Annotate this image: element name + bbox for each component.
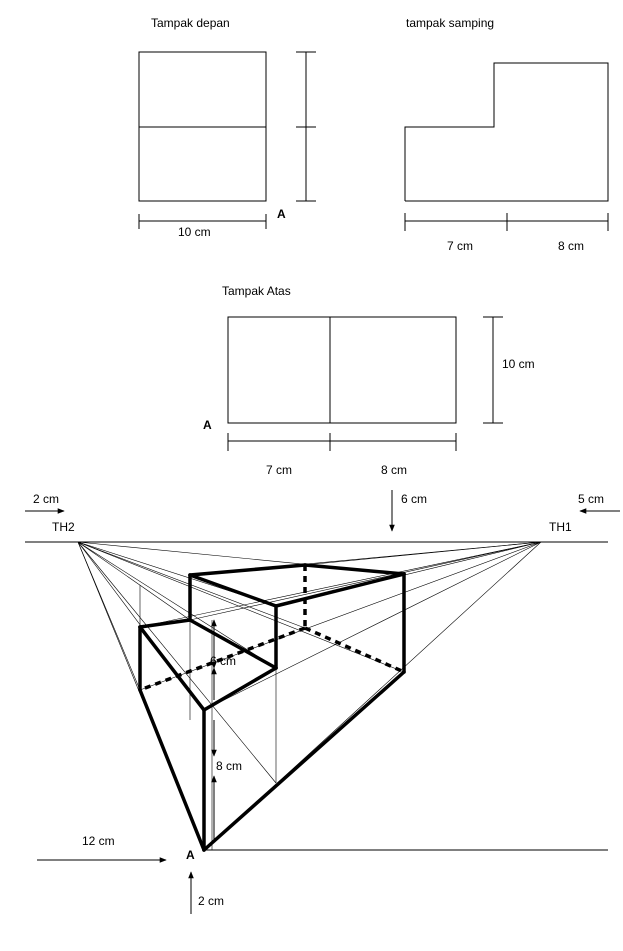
- top-view-outline: [227, 316, 457, 424]
- construction-line: [77, 541, 141, 691]
- construction-line: [77, 541, 277, 669]
- a-offset-label: 12 cm: [82, 834, 115, 848]
- th1-label: TH1: [549, 520, 572, 534]
- side-view-title: tampak samping: [406, 16, 494, 30]
- front-view: Tampak depan 10 cm A: [138, 16, 316, 239]
- edge-bottom-right: [202, 670, 406, 852]
- side-dim-right-label: 8 cm: [558, 239, 584, 253]
- edge-top-left: [188, 573, 278, 608]
- point-a-front-label: A: [277, 207, 286, 221]
- a-below-label: 2 cm: [198, 894, 224, 908]
- construction-line: [139, 541, 542, 691]
- hidden-edge-right: [304, 626, 405, 674]
- edge-step-back: [138, 618, 192, 629]
- th2-label: TH2: [52, 520, 75, 534]
- construction-line: [77, 541, 191, 621]
- top-dim-right-label: 8 cm: [381, 463, 407, 477]
- edge-bottom-left: [138, 688, 206, 852]
- construction-line: [203, 541, 542, 711]
- point-a-top-label: A: [203, 418, 212, 432]
- object-outline: [138, 563, 406, 852]
- front-width-label: 10 cm: [178, 225, 211, 239]
- side-dim-left-label: 7 cm: [447, 239, 473, 253]
- side-view-outline: [404, 62, 609, 202]
- perspective-drawing: 2 cm TH2 6 cm 5 cm TH1: [25, 490, 620, 914]
- construction-line: [189, 541, 542, 621]
- upper-height-label: 6 cm: [210, 654, 236, 668]
- th2-offset-label: 2 cm: [33, 492, 59, 506]
- lower-height-label: 8 cm: [216, 759, 242, 773]
- top-dim-left-label: 7 cm: [266, 463, 292, 477]
- construction-lines-th2: [77, 541, 405, 851]
- side-view: tampak samping 7 cm 8 cm: [404, 16, 609, 253]
- point-a-label: A: [186, 848, 195, 862]
- edge-top-back-right: [303, 563, 406, 576]
- construction-line: [139, 541, 542, 628]
- edge-top-back-left: [188, 563, 307, 577]
- construction-line: [304, 541, 542, 566]
- eye-height-label: 6 cm: [401, 492, 427, 506]
- construction-line: [77, 541, 405, 673]
- edge-step-left: [138, 625, 206, 712]
- edge-top-right: [274, 572, 406, 608]
- front-view-title: Tampak depan: [151, 16, 230, 30]
- top-view-title: Tampak Atas: [222, 284, 291, 298]
- edge-upper-front-bottom: [188, 618, 278, 670]
- hidden-edges: [139, 565, 405, 692]
- th1-offset-label: 5 cm: [578, 492, 604, 506]
- top-depth-label: 10 cm: [502, 357, 535, 371]
- construction-line: [77, 541, 277, 784]
- hidden-edge-left: [139, 626, 306, 692]
- top-view: Tampak Atas 10 cm A 7 cm 8 cm: [203, 284, 535, 477]
- edge-step-right: [202, 666, 278, 712]
